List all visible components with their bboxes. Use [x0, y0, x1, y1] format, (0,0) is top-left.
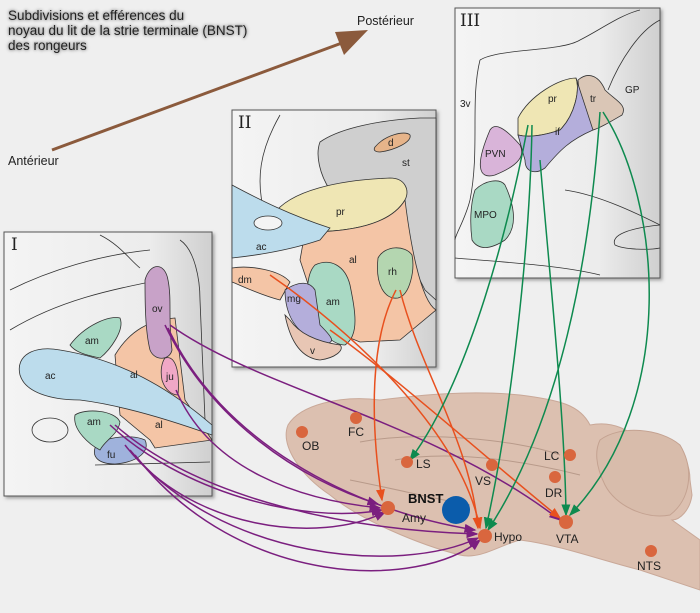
projection-fu-hypo — [129, 449, 480, 557]
target-ls-label: LS — [416, 457, 431, 471]
panel-I-numeral: I — [11, 235, 18, 255]
projections-panel-III — [409, 111, 650, 532]
region-III-if — [517, 77, 594, 173]
panel-III-numeral: III — [460, 11, 480, 31]
label-II-pr: pr — [336, 207, 346, 218]
region-I-ac — [18, 348, 213, 436]
projection-ov-amy — [164, 324, 380, 506]
label-II-rh: rh — [388, 267, 397, 278]
projection-am-hypo — [114, 424, 479, 539]
label-I-ju: ju — [165, 372, 174, 383]
target-nts-dot — [645, 545, 657, 557]
label-III-pvn: PVN — [485, 149, 506, 160]
label-II-al: al — [349, 255, 357, 266]
label-II-v: v — [310, 346, 315, 357]
region-I-am-lower — [74, 410, 121, 451]
figure-title: Subdivisions et efférences du noyau du l… — [8, 8, 247, 53]
target-amy-dot — [381, 501, 395, 515]
projections-panel-II — [269, 274, 562, 530]
target-fc-dot — [350, 412, 362, 424]
region-I-ov — [144, 266, 173, 359]
antero-posterior-arrow — [51, 30, 368, 152]
bnst-label: BNST — [408, 491, 443, 506]
region-I-am-upper — [69, 317, 122, 359]
label-I-am: am — [85, 336, 99, 347]
target-vs-label: VS — [475, 474, 491, 488]
anterior-label: Antérieur — [8, 154, 59, 168]
label-I-ov: ov — [152, 304, 163, 315]
label-III-gp: GP — [625, 85, 640, 96]
label-I-ac: ac — [45, 371, 56, 382]
label-II-dm: dm — [238, 275, 252, 286]
target-dr-label: DR — [545, 486, 563, 500]
target-hypo-label: Hypo — [494, 530, 522, 544]
panel-II-contents: II d st pr ac al rh dm mg am v — [231, 113, 437, 361]
label-I-am-lower: am — [87, 417, 101, 428]
panel-III-contents: III 3v pr tr GP if PVN MPO — [454, 9, 661, 276]
posterior-label: Postérieur — [357, 14, 414, 28]
label-II-d: d — [388, 138, 394, 149]
projection-rh-amy — [373, 289, 397, 502]
label-III-if: if — [555, 127, 560, 138]
target-hypo-dot — [478, 529, 492, 543]
region-II-v — [284, 313, 342, 361]
projection-ju-amy — [175, 389, 382, 512]
projection-mg-vta — [329, 329, 562, 519]
target-ob-label: OB — [302, 439, 319, 453]
label-II-ac: ac — [256, 242, 267, 253]
projection-dm-hypo — [269, 274, 483, 530]
label-III-tr: tr — [590, 94, 597, 105]
projection-rh-hypo — [399, 289, 482, 530]
target-ob-dot — [296, 426, 308, 438]
projection-am-amy — [109, 424, 384, 517]
label-II-st: st — [402, 158, 410, 169]
region-III-mpo — [470, 180, 514, 248]
target-lc-dot — [564, 449, 576, 461]
projection-ov-hypo — [167, 327, 477, 533]
label-II-mg: mg — [287, 294, 301, 305]
target-nts-label: NTS — [637, 559, 661, 573]
region-II-d — [373, 132, 411, 153]
bnst-dot — [442, 496, 470, 524]
title-line-3: des rongeurs — [8, 38, 87, 53]
brain-targets: OB FC LS VS LC DR Amy Hypo VTA NTS BNST — [296, 412, 661, 573]
panel-II-numeral: II — [238, 113, 251, 133]
region-II-mg — [284, 282, 332, 344]
label-I-fu: fu — [107, 450, 115, 461]
projection-pr-hypo — [483, 124, 533, 530]
label-II-am: am — [326, 297, 340, 308]
target-amy-label: Amy — [402, 511, 426, 525]
label-I-al: al — [130, 370, 138, 381]
region-III-tr — [577, 75, 624, 131]
title-line-2: noyau du lit de la strie terminale (BNST… — [8, 23, 248, 38]
target-vs-dot — [486, 459, 498, 471]
region-III-pvn — [479, 126, 523, 177]
target-vta-label: VTA — [556, 532, 578, 546]
target-dr-dot — [549, 471, 561, 483]
projection-if-vta — [539, 159, 571, 517]
label-I-al-lower: al — [155, 420, 163, 431]
projections-panel-I — [109, 324, 562, 572]
target-vta-dot — [559, 515, 573, 529]
projection-pr-ls — [409, 124, 529, 462]
title-line-1: Subdivisions et efférences du — [8, 8, 185, 23]
panel-I-contents: I ov am ac al ju am al fu — [9, 234, 213, 466]
projection-tr-vta — [568, 111, 650, 517]
target-fc-label: FC — [348, 425, 364, 439]
region-II-rh — [377, 247, 414, 299]
projection-fu-hypo-2 — [134, 454, 482, 572]
target-ls-dot — [401, 456, 413, 468]
target-lc-label: LC — [544, 449, 560, 463]
projection-ov-vta — [169, 324, 562, 521]
label-III-pr: pr — [548, 94, 558, 105]
region-I-ju — [160, 357, 179, 396]
label-III-mpo: MPO — [474, 210, 497, 221]
label-III-3v: 3v — [460, 99, 471, 110]
projection-tr-hypo — [487, 111, 601, 532]
